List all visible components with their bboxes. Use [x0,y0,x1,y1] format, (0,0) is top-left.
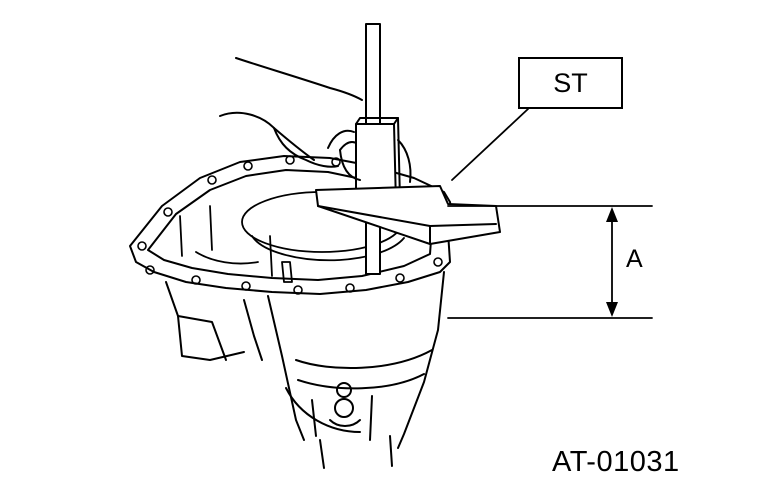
bolt-holes [137,155,443,295]
case-body [165,271,445,469]
st-leader-line [451,108,529,181]
dimension-arrowheads [606,207,618,317]
dimension-a-lines [447,205,653,319]
special-tool [315,23,501,275]
dimension-label-a: A [626,245,643,273]
st-label: ST [553,67,588,98]
hand-illustration [219,57,363,168]
figure-id: AT-01031 [552,446,680,478]
st-label-box: ST [518,57,623,109]
